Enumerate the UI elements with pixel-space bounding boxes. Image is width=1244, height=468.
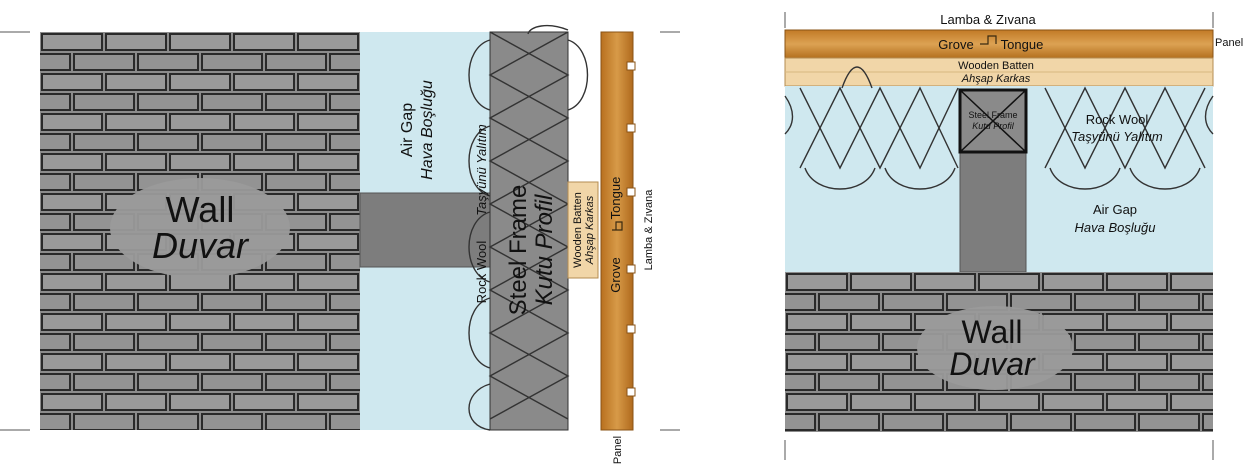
panel-label-left: Panel	[612, 435, 624, 465]
steel-frame-left	[489, 31, 569, 431]
steel-stud-right	[959, 149, 1027, 273]
rock-wool-title-left: Rock Wool	[474, 240, 489, 304]
panel-right	[784, 29, 1214, 59]
air-gap-subtitle-right: Hava Boşluğu	[1074, 220, 1156, 235]
rock-wool-subtitle-right: Taşyünü Yalıtım	[1071, 129, 1163, 144]
rock-wool-subtitle-left: Taşyünü Yalıtım	[474, 124, 489, 216]
wall-title-right: Wall	[961, 314, 1023, 350]
rock-wool-title-right: Rock Wool	[1085, 112, 1149, 127]
wooden-batten-title-right: Wooden Batten	[958, 60, 1034, 72]
rock-wool-loops-right	[784, 66, 1214, 190]
wall-label-patch-right	[917, 306, 1073, 390]
panel-label-right: Panel	[1215, 37, 1244, 49]
steel-connector-left	[359, 192, 491, 268]
wall-subtitle-left: Duvar	[151, 225, 249, 266]
wooden-batten-title-left: Wooden Batten	[572, 192, 584, 268]
wall-subtitle-right: Duvar	[949, 346, 1035, 382]
steel-frame-title-left: Steel Frame	[505, 184, 532, 316]
steel-frame-subtitle-left: Kutu Profil	[531, 194, 558, 306]
air-gap-title-left: Air Gap	[399, 102, 416, 158]
wall-label-patch-left	[110, 178, 290, 278]
tongue-label-left: Tongue	[608, 176, 623, 220]
grove-label-right: Grove	[938, 37, 974, 52]
air-gap-subtitle-left: Hava Boşluğu	[419, 80, 436, 180]
panel-left	[600, 31, 634, 431]
wall-title-left: Wall	[165, 189, 235, 230]
rock-wool-loops-left	[468, 24, 589, 431]
lamba-zivana-label-left: Lamba & Zıvana	[643, 189, 655, 271]
wooden-batten-subtitle-right: Ahşap Karkas	[961, 73, 1031, 85]
grove-label-left: Grove	[608, 257, 623, 293]
air-gap-title-right: Air Gap	[1092, 202, 1138, 217]
tongue-label-right: Tongue	[1000, 37, 1044, 52]
steel-frame-title-right: Steel Frame	[968, 110, 1018, 120]
tongue-joint-right	[980, 35, 997, 45]
panel-notches-left	[626, 61, 636, 397]
steel-frame-subtitle-right: Kutu Profil	[972, 121, 1014, 131]
tongue-joint-left	[612, 221, 623, 231]
wooden-batten-subtitle-left: Ahşap Karkas	[584, 195, 596, 265]
lamba-zivana-label-right: Lamba & Zıvana	[940, 12, 1036, 27]
wooden-batten-left	[567, 181, 599, 279]
